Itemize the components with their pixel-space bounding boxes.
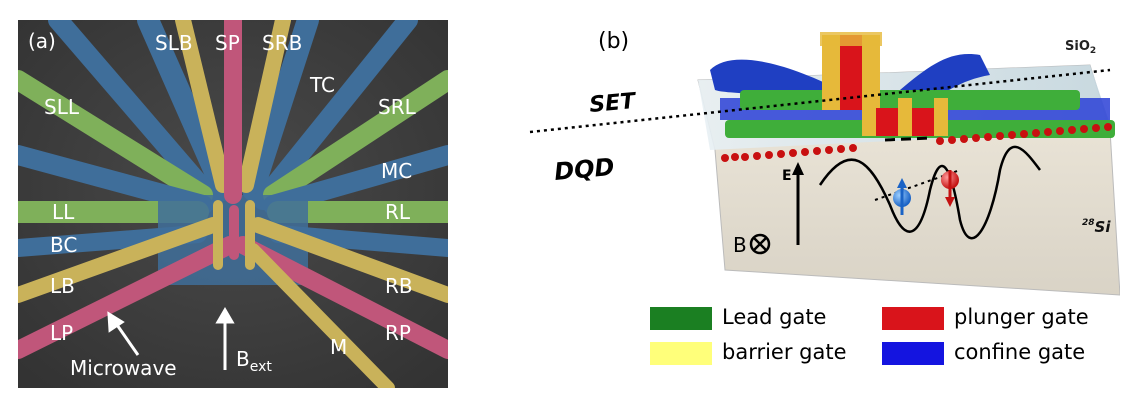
panel-a-label: (a) xyxy=(28,29,56,53)
gate-label-slb: SLB xyxy=(155,31,193,55)
gate-label-sp: SP xyxy=(215,31,240,55)
e-field-label: E xyxy=(782,168,792,184)
legend-label-barrier: barrier gate xyxy=(722,340,847,364)
sio2-label: SiO2 xyxy=(1065,39,1096,56)
gate-label-ll: LL xyxy=(52,200,75,224)
bext-label: Bext xyxy=(236,347,272,375)
legend-swatch-plunger xyxy=(882,307,944,330)
legend-swatch-confine xyxy=(882,342,944,365)
gate-label-tc: TC xyxy=(309,73,335,97)
device-schematic-panel: (b) SiO2 SET DQD xyxy=(520,20,1121,390)
legend-label-lead: Lead gate xyxy=(722,305,827,329)
panel-b-label: (b) xyxy=(598,29,629,54)
gate-label-lp: LP xyxy=(50,321,73,345)
microwave-arrow-icon xyxy=(113,321,140,356)
b-field-label: B xyxy=(733,233,747,257)
bext-arrowhead-icon xyxy=(215,307,235,324)
gate-label-m: M xyxy=(330,335,347,359)
gate-label-sll: SLL xyxy=(44,95,80,119)
sem-image-panel: (a) SLB SP SRB TC SLL SRL MC LL RL BC LB… xyxy=(18,20,448,388)
gate-label-rl: RL xyxy=(385,200,411,224)
legend-label-plunger: plunger gate xyxy=(954,305,1089,329)
b-field-into-page-icon xyxy=(749,233,771,255)
legend-swatch-barrier xyxy=(650,342,712,365)
legend-label-confine: confine gate xyxy=(954,340,1086,364)
e-field-arrow-icon xyxy=(792,162,804,175)
gate-label-srl: SRL xyxy=(378,95,417,119)
microwave-arrowhead-icon xyxy=(107,311,125,333)
gate-label-mc: MC xyxy=(381,159,412,183)
gate-label-srb: SRB xyxy=(262,31,302,55)
gate-legend: Lead gate plunger gate barrier gate conf… xyxy=(650,305,1120,375)
legend-swatch-lead xyxy=(650,307,712,330)
gate-label-rb: RB xyxy=(385,274,413,298)
gate-label-bc: BC xyxy=(50,233,77,257)
microwave-label: Microwave xyxy=(70,356,177,380)
device-schematic: (b) SiO2 SET DQD xyxy=(529,29,1121,296)
gate-label-rp: RP xyxy=(385,321,411,345)
gate-label-lb: LB xyxy=(50,274,75,298)
dqd-label: DQD xyxy=(553,153,615,186)
sem-image: (a) SLB SP SRB TC SLL SRL MC LL RL BC LB… xyxy=(18,20,448,388)
set-label: SET xyxy=(588,89,638,118)
si-label: 28Si xyxy=(1082,218,1111,236)
